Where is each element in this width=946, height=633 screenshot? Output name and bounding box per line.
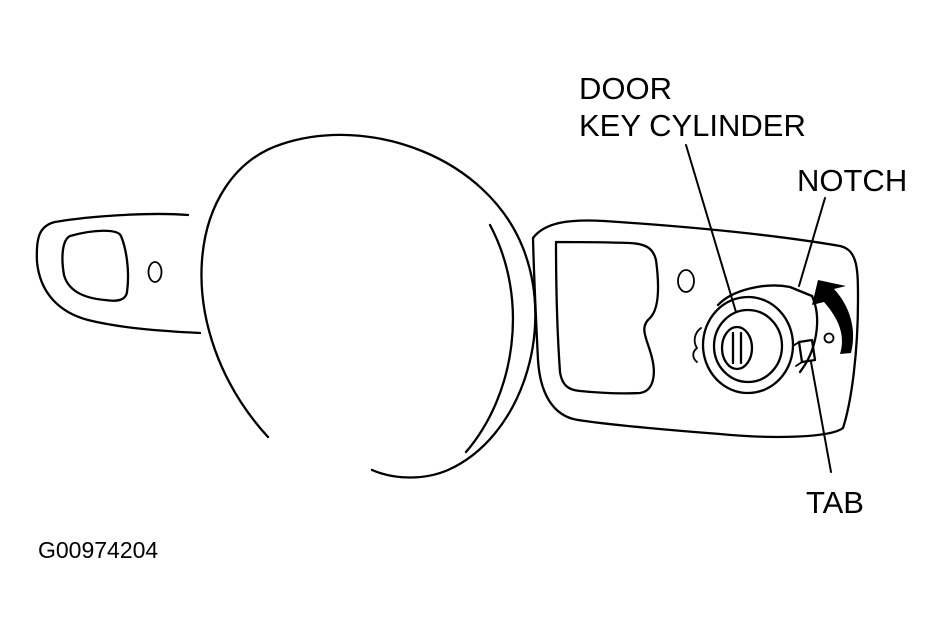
door-key-cylinder-leader	[685, 144, 737, 313]
right-escutcheon	[531, 219, 860, 439]
door-key-cylinder-label-line1: DOOR	[579, 71, 672, 106]
door-key-cylinder-label-line2: KEY CYLINDER	[579, 108, 806, 143]
tab-label: TAB	[806, 485, 864, 520]
rotation-arrow	[812, 280, 854, 354]
notch-label: NOTCH	[797, 163, 908, 198]
door-key-cylinder-label: DOOR KEY CYLINDER	[579, 70, 806, 144]
callout-leaders	[685, 144, 832, 473]
key-cylinder	[692, 284, 819, 395]
left-handle-escutcheon	[35, 212, 202, 335]
round-outline	[200, 133, 537, 479]
notch-leader	[798, 197, 826, 287]
tab-leader	[810, 361, 832, 473]
tab-part	[792, 338, 817, 367]
figure-id: G00974204	[38, 537, 159, 563]
